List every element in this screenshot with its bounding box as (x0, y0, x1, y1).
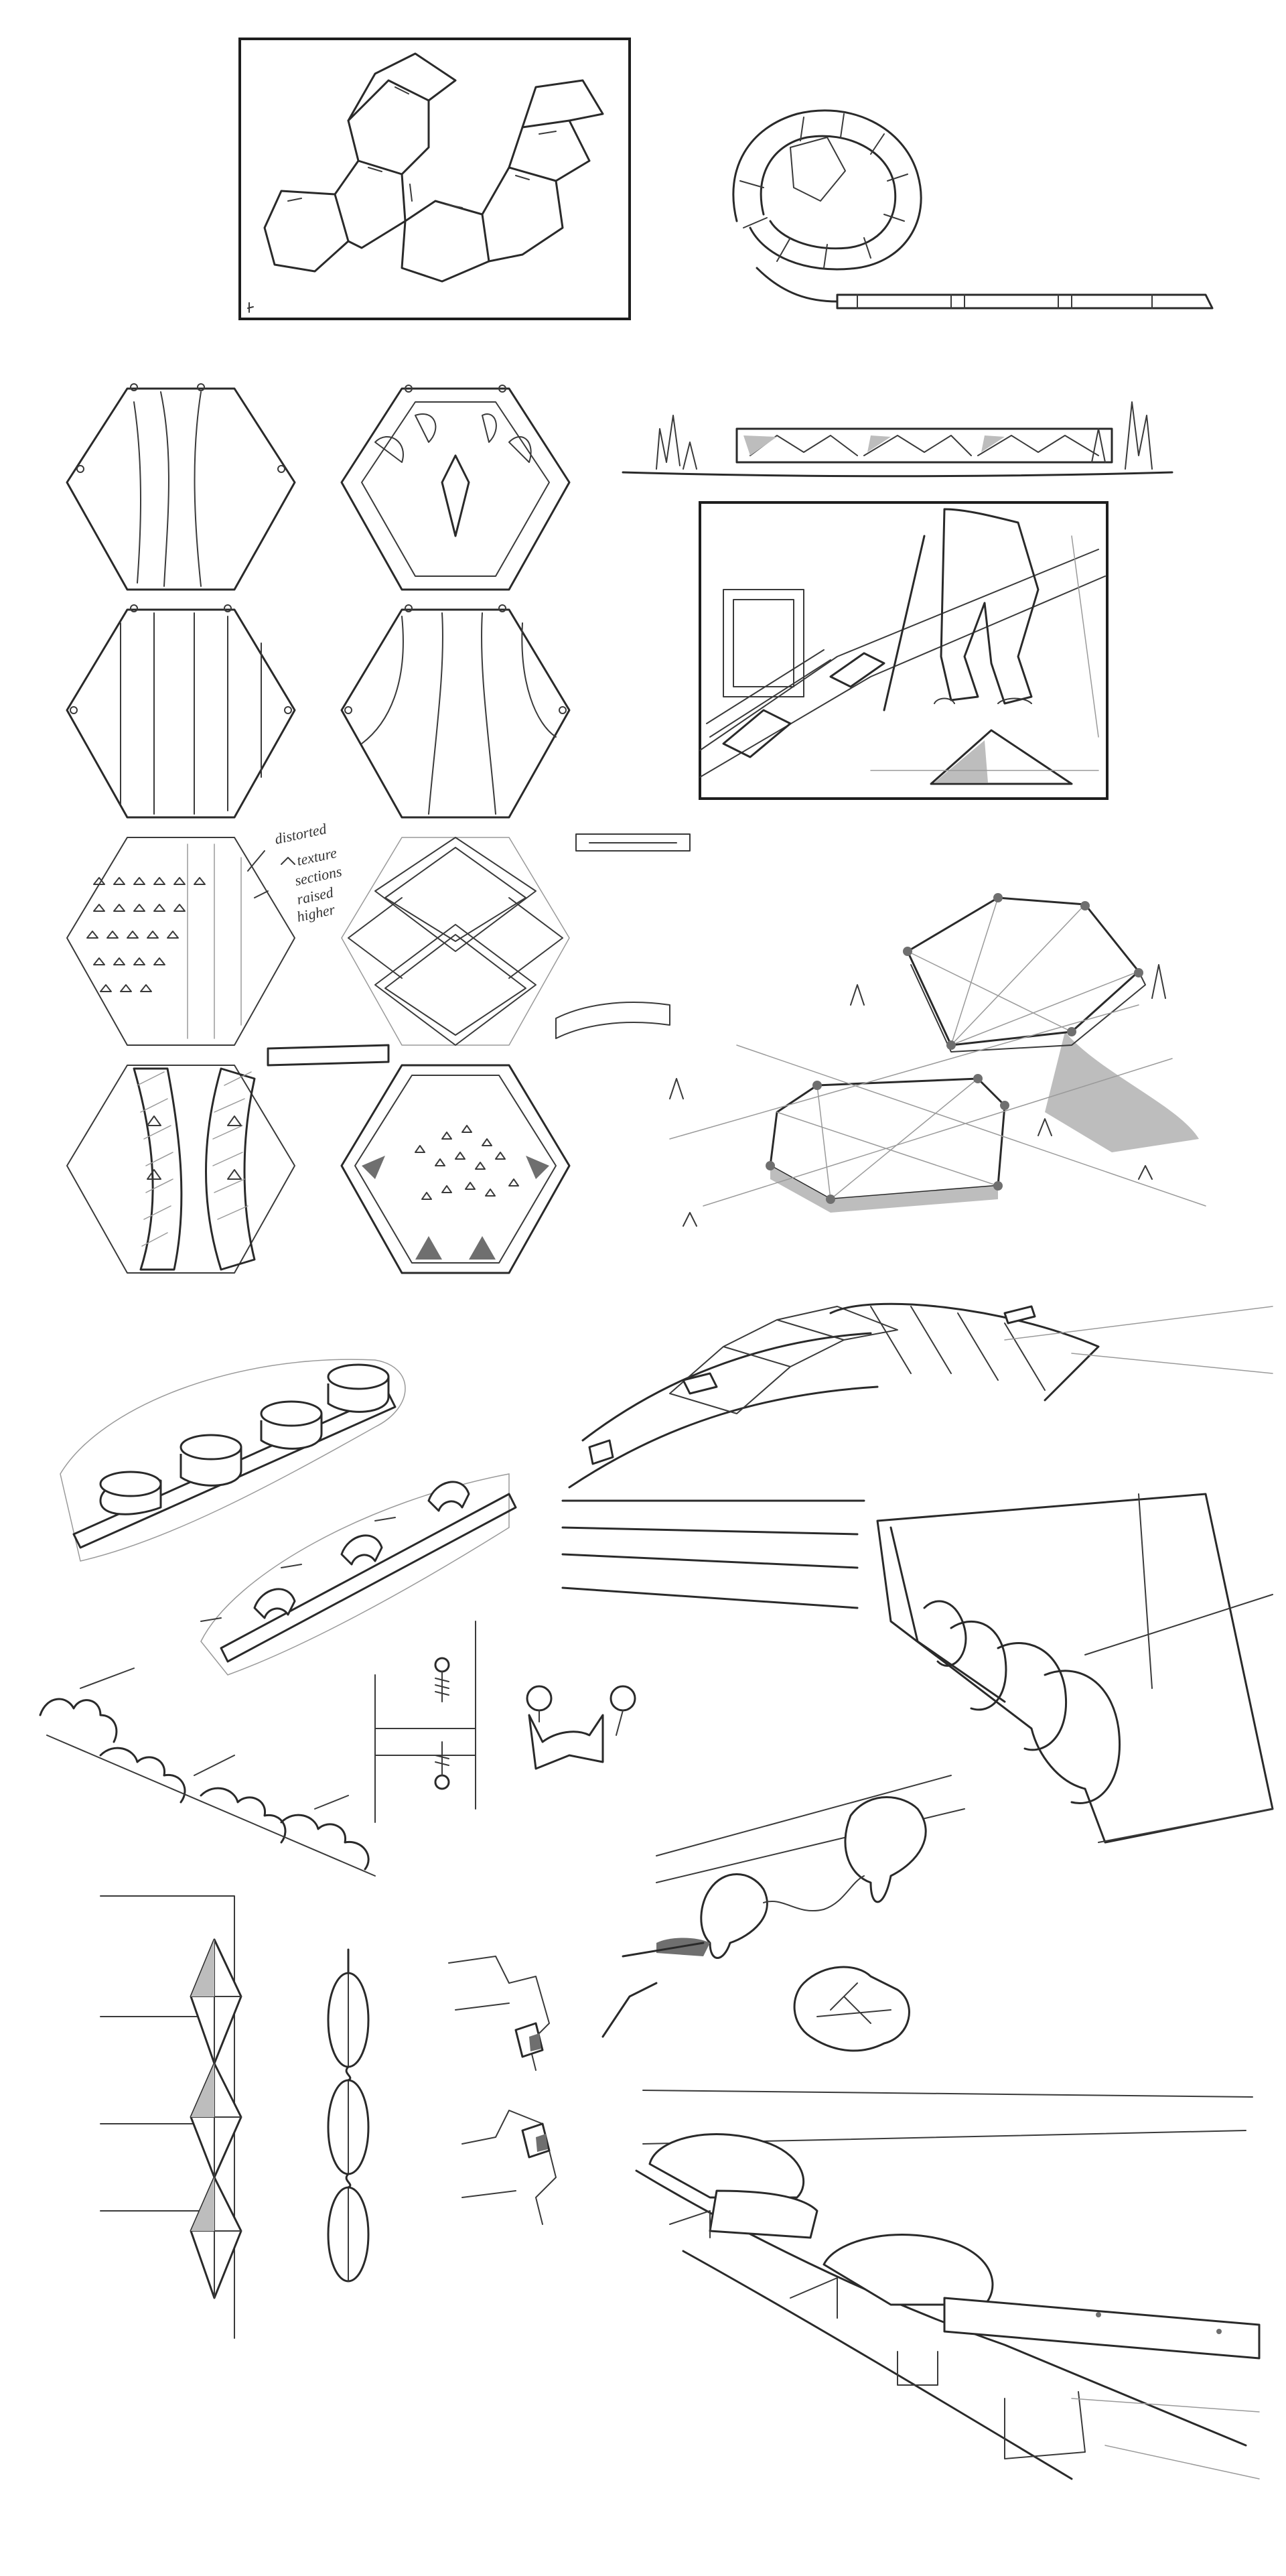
curled-tile-strip-sketch (732, 109, 1214, 310)
framed-cane-walkway-scene (699, 501, 1109, 800)
zigzag-strip-with-grass (622, 401, 1173, 478)
hexagon-variants-grid: distorted texture sections raised higher (66, 383, 691, 1274)
perspective-hex-tiles (669, 893, 1206, 1227)
curved-plank-walkway (561, 1302, 1274, 1844)
pentagon-chain-panel (238, 38, 631, 320)
hex-tile-vertical-slats (66, 604, 296, 819)
bolt-connector-sketch (374, 1621, 476, 1823)
small-curve-sketch (555, 1002, 670, 1039)
note-line-1: distorted (273, 820, 329, 848)
diamond-chain-strip (100, 1895, 242, 2339)
staple-connector-sketch (526, 1685, 636, 1770)
hex-tile-branching-slots (340, 604, 571, 819)
hex-tile-diamond-cutouts (340, 385, 571, 591)
hex-tile-radial-triangles (340, 1064, 571, 1274)
hex-tile-ribbed (66, 383, 296, 591)
hex-tile-lattice (341, 837, 570, 1046)
jagged-edge-clips (448, 1956, 557, 2225)
connector-bar-sketch (267, 1044, 390, 1067)
hook-handles-on-bar (200, 1473, 517, 1676)
shrub-border-sketch (39, 1668, 376, 1877)
hex-tile-textured-triangles (66, 837, 295, 1046)
oval-bead-chain (327, 1948, 370, 2283)
hex-tile-hatched-bands (66, 1065, 295, 1274)
texture-note: distorted texture sections raised higher (273, 820, 344, 925)
small-profile-sketch (575, 833, 691, 852)
puck-knobs-on-bar (60, 1359, 406, 1562)
rounded-bumper-joint (635, 2090, 1261, 2480)
organic-drip-tiles (601, 1775, 965, 2052)
